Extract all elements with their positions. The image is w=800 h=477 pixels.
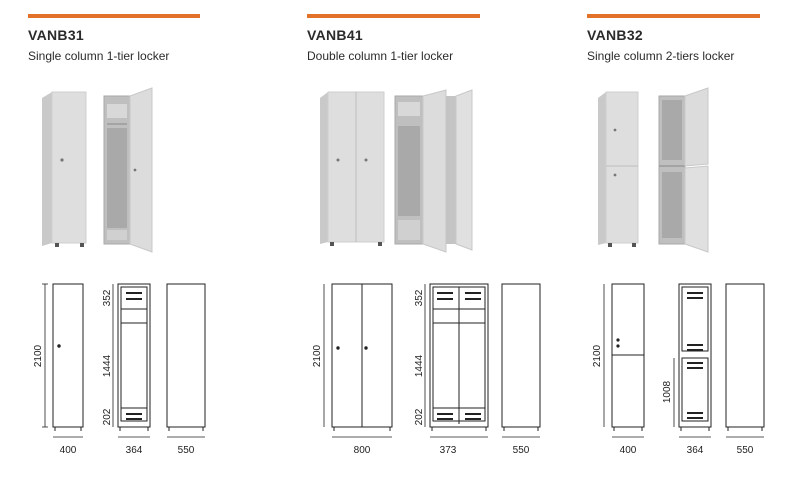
vent-slots [437, 292, 481, 420]
product-vanb32: VANB32 Single column 2-tiers locker [560, 0, 800, 477]
front-view-drawing [603, 283, 645, 438]
inner-view-drawing [673, 283, 712, 438]
depth-dimension: 550 [737, 445, 754, 456]
bottom-section-dimension: 202 [102, 408, 113, 425]
bottom-section-dimension: 202 [414, 408, 425, 425]
lower-section-dimension: 1008 [662, 380, 673, 403]
locker-photo-open [103, 87, 153, 253]
height-dimension: 2100 [33, 344, 44, 367]
product-description: Single column 1-tier locker [28, 49, 170, 63]
front-width-dimension: 400 [620, 445, 637, 456]
locker-photo-open [658, 87, 709, 253]
middle-section-dimension: 1444 [102, 354, 113, 377]
height-dimension: 2100 [592, 344, 603, 367]
vanb32-illustrations: 2100 400 1008 364 550 [592, 87, 765, 456]
inner-width-dimension: 373 [440, 445, 457, 456]
front-view-drawing [42, 283, 84, 438]
locker-photo-closed [42, 91, 87, 247]
top-section-dimension: 352 [414, 289, 425, 306]
depth-dimension: 550 [178, 445, 195, 456]
accent-bar [28, 14, 200, 18]
vent-slots [126, 292, 142, 420]
locker-photo-closed [320, 91, 385, 246]
locker-photo-open [394, 89, 473, 253]
product-vanb31: VANB31 Single column 1-tier locker [0, 0, 260, 477]
inner-width-dimension: 364 [126, 445, 143, 456]
inner-view-drawing [112, 283, 151, 438]
product-vanb41: VANB41 Double column 1-tier locker [280, 0, 570, 477]
vanb31-illustrations: 2100 400 352 1444 202 364 550 [33, 87, 206, 456]
locker-photo-closed [598, 91, 639, 247]
inner-view-drawing [424, 283, 489, 438]
depth-dimension: 550 [513, 445, 530, 456]
top-section-dimension: 352 [102, 289, 113, 306]
front-width-dimension: 400 [60, 445, 77, 456]
height-dimension: 2100 [312, 344, 323, 367]
side-view-drawing [501, 283, 541, 438]
front-view-drawing [323, 283, 393, 438]
side-view-drawing [166, 283, 206, 438]
vanb41-illustrations: 2100 800 352 1444 202 373 [312, 89, 541, 456]
front-width-dimension: 800 [354, 445, 371, 456]
accent-bar [307, 14, 480, 18]
accent-bar [587, 14, 760, 18]
side-view-drawing [725, 283, 765, 438]
vent-slots [687, 292, 703, 419]
product-code: VANB32 [587, 27, 644, 43]
middle-section-dimension: 1444 [414, 354, 425, 377]
product-description: Single column 2-tiers locker [587, 49, 735, 63]
product-code: VANB41 [307, 27, 364, 43]
inner-width-dimension: 364 [687, 445, 704, 456]
product-description: Double column 1-tier locker [307, 49, 454, 63]
product-code: VANB31 [28, 27, 85, 43]
